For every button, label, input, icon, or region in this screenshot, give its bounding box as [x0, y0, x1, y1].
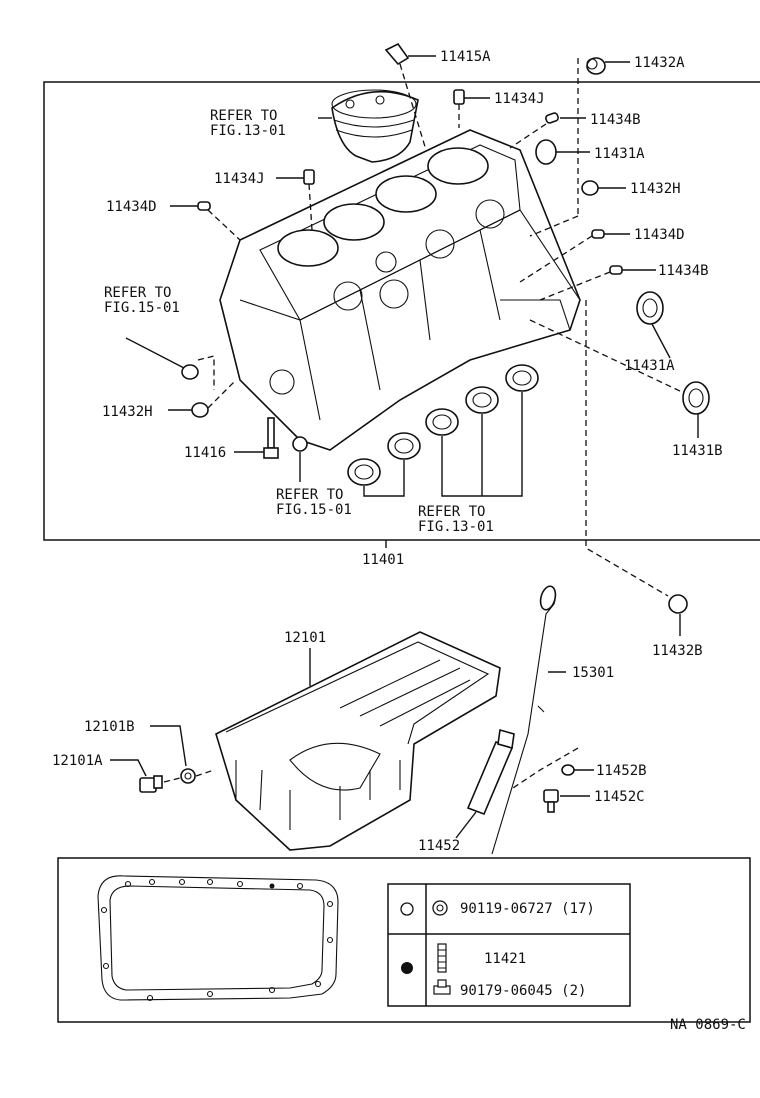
piston-ref-line1: REFER TO [210, 108, 277, 124]
piston-illustration [331, 89, 419, 163]
bolt-11416 [263, 417, 279, 459]
label-11452B: 11452B [596, 763, 647, 779]
bolt-icon [433, 979, 451, 995]
pin-11434B-right [609, 265, 623, 275]
bottom-left-ref-line1: REFER TO [276, 487, 343, 503]
label-11432H-left: 11432H [102, 404, 153, 420]
bottom-right-ref-line2: FIG.13-01 [418, 519, 494, 535]
plug-bottom-ref [292, 436, 308, 452]
label-11416: 11416 [184, 445, 226, 461]
legend-row1-text: 90119-06727 (17) [460, 901, 595, 917]
bolt-11452B [561, 764, 575, 776]
dipstick-guide-illustration [466, 728, 515, 816]
label-12101A: 12101A [52, 753, 103, 769]
plug-11431A-top [535, 139, 557, 165]
label-11434B-top: 11434B [590, 112, 641, 128]
label-11434J-top: 11434J [494, 91, 545, 107]
stud-icon [437, 943, 447, 973]
block-group-frame [43, 81, 760, 541]
plug-11432A [586, 57, 606, 75]
nut-icon [432, 900, 448, 916]
main-bearings-illustration [347, 364, 539, 497]
legend-row2-text: 90179-06045 (2) [460, 983, 586, 999]
label-12101: 12101 [284, 630, 326, 646]
piston-ref-line2: FIG.13-01 [210, 123, 286, 139]
bolt-11452C [543, 789, 559, 813]
label-11421: 11421 [484, 951, 526, 967]
label-11431A-mid: 11431A [624, 358, 675, 374]
plug-11432H-left [191, 402, 209, 418]
label-11434D-right: 11434D [634, 227, 685, 243]
label-11401: 11401 [362, 552, 404, 568]
oil-pan-gasket-illustration [97, 875, 339, 1002]
label-11434D-left: 11434D [106, 199, 157, 215]
seal-11431A-mid [636, 291, 664, 325]
pin-11434D-right [591, 229, 605, 239]
label-11452: 11452 [418, 838, 460, 854]
label-11434B-right: 11434B [658, 263, 709, 279]
pin-11434D-left [197, 201, 211, 211]
label-11432A: 11432A [634, 55, 685, 71]
label-11452C: 11452C [594, 789, 645, 805]
label-11431A-top: 11431A [594, 146, 645, 162]
oil-pan-illustration [215, 631, 501, 851]
open-circle-symbol [400, 902, 414, 916]
left-ref-line1: REFER TO [104, 285, 171, 301]
plug-left-ref [181, 364, 199, 380]
bottom-left-ref-line2: FIG.15-01 [276, 502, 352, 518]
dipstick-illustration [491, 585, 557, 855]
seal-11431B [682, 381, 710, 415]
label-11431B: 11431B [672, 443, 723, 459]
plug-11432B [668, 594, 688, 614]
label-15301: 15301 [572, 665, 614, 681]
gasket-group-frame [57, 857, 751, 1023]
cylinder-block-illustration [219, 129, 581, 451]
plug-11415A [384, 42, 410, 66]
label-12101B: 12101B [84, 719, 135, 735]
bottom-right-ref-line1: REFER TO [418, 504, 485, 520]
fastener-legend [387, 883, 631, 1007]
pin-11434J-top [453, 89, 465, 105]
label-11432B: 11432B [652, 643, 703, 659]
label-11432H-right: 11432H [630, 181, 681, 197]
drain-gasket-12101B [180, 768, 196, 784]
plug-11432H-right [581, 180, 599, 196]
left-ref-line2: FIG.15-01 [104, 300, 180, 316]
pin-11434B-top [545, 112, 559, 124]
label-11415A: 11415A [440, 49, 491, 65]
drain-plug-12101A [139, 775, 163, 793]
pin-11434J-left [303, 169, 315, 185]
diagram-code: NA 0869-C [670, 1017, 746, 1033]
filled-circle-symbol [401, 962, 413, 974]
label-11434J-left: 11434J [214, 171, 265, 187]
